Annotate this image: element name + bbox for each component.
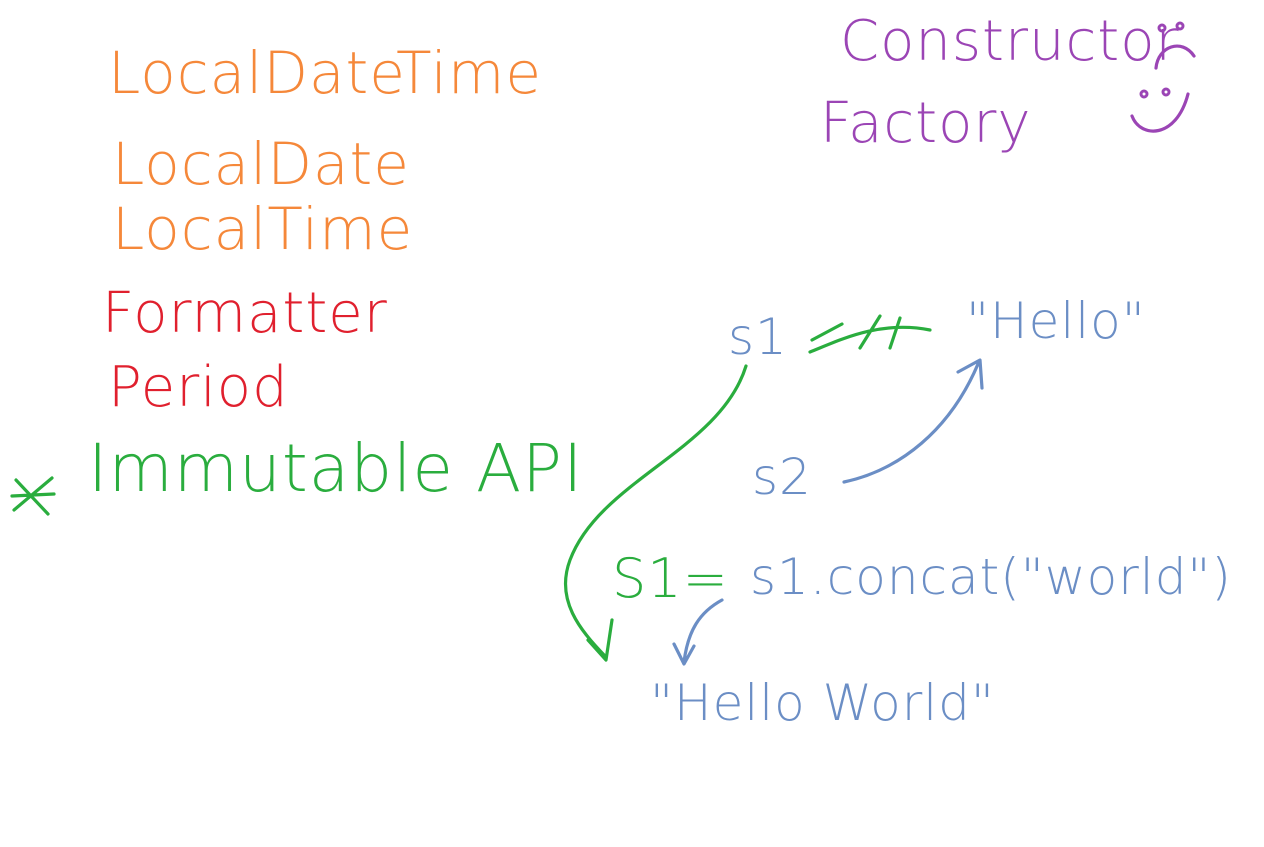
immutable-api-note: Immutable API bbox=[88, 430, 584, 507]
arrow-icon bbox=[563, 364, 748, 662]
value-hello: "Hello" bbox=[966, 292, 1146, 350]
happy-face-icon bbox=[1126, 80, 1196, 142]
arrow-icon bbox=[842, 358, 984, 484]
ref-s2: s2 bbox=[752, 448, 812, 506]
class-localtime: LocalTime bbox=[112, 195, 414, 263]
strike-icon bbox=[808, 314, 932, 354]
class-period: Period bbox=[108, 355, 289, 420]
sad-face-icon bbox=[1146, 16, 1202, 72]
class-localdatetime: LocalDateTime bbox=[108, 39, 543, 107]
ref-s1: s1 bbox=[728, 308, 788, 366]
method-factory: Factory bbox=[820, 91, 1032, 156]
class-formatter: Formatter bbox=[102, 281, 388, 346]
method-constructor: Constructor bbox=[840, 9, 1180, 74]
assignment-lhs: S1= bbox=[612, 547, 729, 610]
arrow-icon bbox=[672, 598, 724, 666]
assignment-rhs: s1.concat("world") bbox=[750, 548, 1232, 606]
value-hello-world: "Hello World" bbox=[650, 674, 995, 732]
asterisk-icon bbox=[8, 470, 58, 520]
class-localdate: LocalDate bbox=[112, 130, 410, 198]
